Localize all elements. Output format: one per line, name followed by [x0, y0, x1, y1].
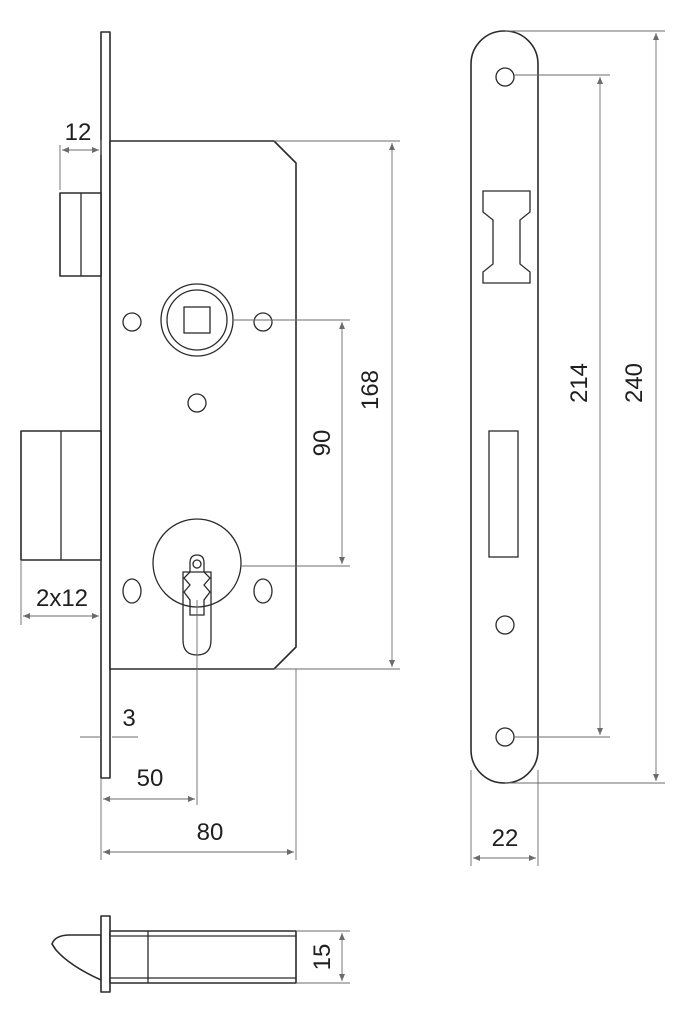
dimension-3-label: 3 [122, 705, 135, 732]
dimension-240: 240 [505, 30, 665, 784]
dimension-80-label: 80 [197, 819, 224, 846]
dimension-90: 90 [233, 319, 350, 567]
dimension-50-label: 50 [137, 765, 164, 792]
dimension-22: 22 [470, 770, 539, 866]
faceplate [470, 30, 539, 784]
dimension-240-label: 240 [621, 363, 648, 403]
dimension-15: 15 [296, 930, 350, 984]
lock-top-view: 15 [51, 915, 350, 993]
fixing-holes [122, 312, 273, 604]
lock-body-side-view: 12 2x12 3 50 80 [20, 31, 400, 860]
dimension-90-label: 90 [309, 430, 336, 457]
dimension-168: 168 [274, 140, 400, 670]
faceplate-hole-middle [495, 615, 515, 635]
faceplate-hole-top [495, 67, 515, 87]
latch-bevel [51, 934, 102, 981]
faceplate-front-view: 214 240 22 [470, 30, 665, 866]
dimension-168-label: 168 [357, 370, 384, 410]
faceplate-edge [100, 915, 111, 993]
dimension-12-label: 12 [65, 119, 92, 146]
dimension-80: 80 [103, 669, 297, 860]
dimension-2x12-label: 2x12 [36, 585, 88, 612]
dimension-50: 50 [100, 600, 198, 860]
dimension-2x12: 2x12 [20, 560, 99, 625]
dimension-22-label: 22 [492, 825, 519, 852]
lock-case [109, 140, 297, 670]
deadbolt [59, 192, 102, 277]
dimension-3: 3 [80, 705, 138, 738]
dimension-214: 214 [514, 74, 610, 738]
latch-opening [488, 430, 519, 558]
latch-bolt [20, 430, 102, 561]
case-top [109, 930, 297, 984]
dimension-15-label: 15 [309, 944, 336, 971]
dimension-214-label: 214 [566, 363, 593, 403]
deadbolt-opening [482, 190, 531, 284]
dimension-12: 12 [59, 119, 102, 190]
faceplate-strip [100, 31, 111, 779]
